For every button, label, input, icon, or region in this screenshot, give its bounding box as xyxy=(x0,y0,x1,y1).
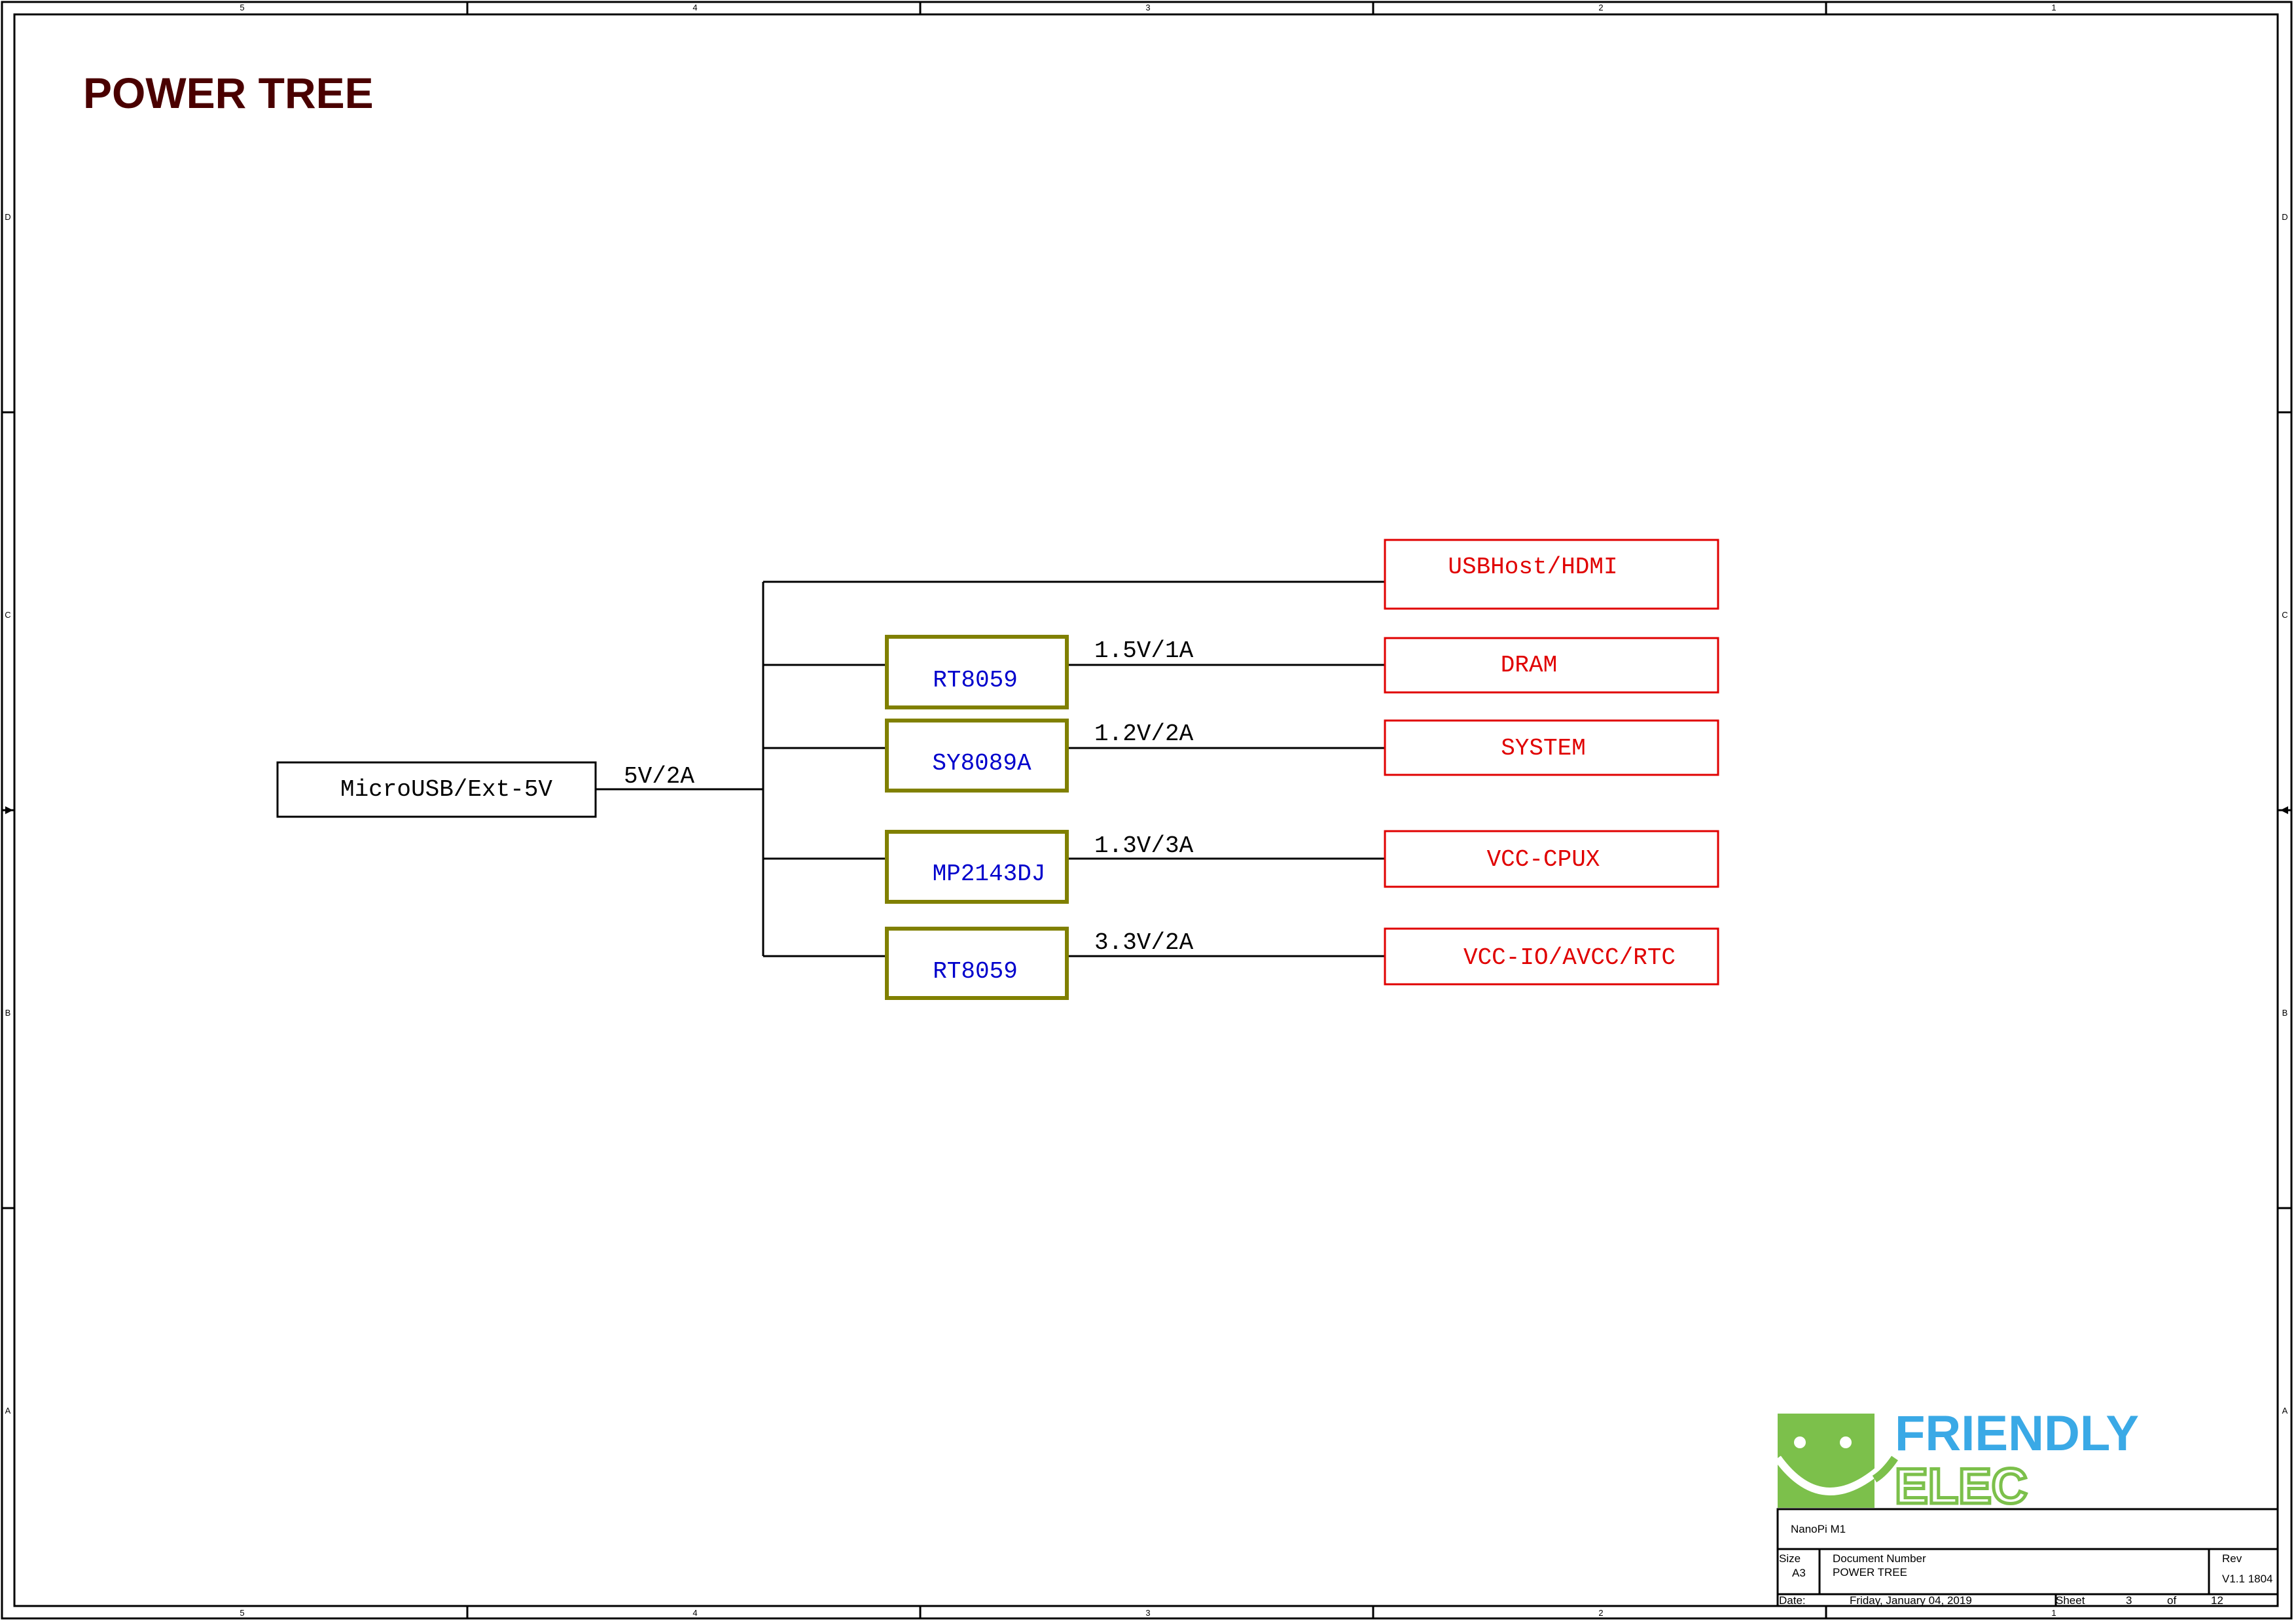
of-label: of xyxy=(2167,1594,2176,1607)
regulator-label-mp2143dj: MP2143DJ xyxy=(933,861,1046,887)
size-value: A3 xyxy=(1792,1567,1806,1579)
zone-col-bottom-2: 2 xyxy=(1598,1608,1603,1618)
output-label-3-3v: 3.3V/2A xyxy=(1094,929,1194,956)
date-label: Date: xyxy=(1779,1594,1806,1607)
sheet-label: Sheet xyxy=(2056,1594,2085,1607)
rev-label: Rev xyxy=(2222,1552,2242,1565)
load-label-usbhost-hdmi: USBHost/HDMI xyxy=(1448,554,1617,580)
logo-smile-icon xyxy=(1774,1455,1895,1495)
inner-frame xyxy=(13,13,2279,1607)
document-number-label: Document Number xyxy=(1833,1552,1926,1565)
output-label-1-2v: 1.2V/2A xyxy=(1094,721,1194,747)
date-value: Friday, January 04, 2019 xyxy=(1850,1594,1972,1607)
title-block xyxy=(1776,1508,2279,1607)
zone-col-top-4: 4 xyxy=(692,3,697,12)
load-label-vcc-cpux: VCC-CPUX xyxy=(1487,846,1600,873)
zone-row-right-A: A xyxy=(2282,1406,2288,1416)
load-box-vcc-io-avcc-rtc xyxy=(1384,927,1719,986)
load-box-dram xyxy=(1384,637,1719,694)
regulator-box-rt8059-1 xyxy=(885,635,1069,709)
zone-col-top-1: 1 xyxy=(2051,3,2056,12)
zone-row-left-C: C xyxy=(5,610,10,620)
load-box-system xyxy=(1384,719,1719,776)
size-label: Size xyxy=(1779,1552,1801,1565)
load-label-system: SYSTEM xyxy=(1501,735,1586,762)
zone-col-bottom-5: 5 xyxy=(240,1608,244,1618)
regulator-label-rt8059-1: RT8059 xyxy=(933,667,1018,694)
friendlyelec-logo: FRIENDLY ELEC xyxy=(1774,1406,2139,1516)
page-title: POWER TREE xyxy=(83,69,374,117)
zone-labels: 5 4 3 2 1 5 4 3 2 1 D C B A D C B A xyxy=(5,3,2287,1618)
sheet-total: 12 xyxy=(2211,1594,2223,1607)
output-label-1-5v: 1.5V/1A xyxy=(1094,637,1194,664)
document-number-value: POWER TREE xyxy=(1833,1566,1907,1578)
regulator-box-sy8089a xyxy=(885,719,1069,793)
logo-eye-left-icon xyxy=(1794,1436,1806,1448)
rev-value: V1.1 1804 xyxy=(2222,1573,2273,1585)
output-label-1-3v: 1.3V/3A xyxy=(1094,832,1194,859)
zone-row-left-B: B xyxy=(5,1008,11,1018)
logo-eye-right-icon xyxy=(1840,1436,1852,1448)
zone-row-right-C: C xyxy=(2282,610,2287,620)
zone-col-top-2: 2 xyxy=(1598,3,1603,12)
logo-smile-tail-icon xyxy=(1872,1455,1898,1483)
zone-row-left-A: A xyxy=(5,1406,11,1416)
logo-text-elec: ELEC xyxy=(1895,1459,2028,1514)
project-name: NanoPi M1 xyxy=(1791,1523,1846,1535)
regulator-box-mp2143dj xyxy=(885,830,1069,904)
zone-col-bottom-4: 4 xyxy=(692,1608,697,1618)
left-center-marker xyxy=(5,806,13,814)
right-center-marker xyxy=(2280,806,2288,814)
zone-row-right-B: B xyxy=(2282,1008,2288,1018)
zone-col-bottom-1: 1 xyxy=(2051,1608,2056,1618)
wires xyxy=(596,580,1385,957)
source-rail-label: 5V/2A xyxy=(624,763,694,790)
regulator-label-rt8059-2: RT8059 xyxy=(933,958,1018,985)
regulator-label-sy8089a: SY8089A xyxy=(932,750,1031,777)
zone-row-right-D: D xyxy=(2282,212,2287,222)
zone-col-top-3: 3 xyxy=(1145,3,1150,12)
zone-col-bottom-3: 3 xyxy=(1145,1608,1150,1618)
regulator-box-rt8059-2 xyxy=(885,927,1069,1000)
logo-text-friendly: FRIENDLY xyxy=(1895,1406,2139,1461)
load-label-dram: DRAM xyxy=(1501,652,1557,679)
load-box-vcc-cpux xyxy=(1384,830,1719,888)
source-label: MicroUSB/Ext-5V xyxy=(340,776,552,803)
zone-col-top-5: 5 xyxy=(240,3,244,12)
load-label-vcc-io-avcc-rtc: VCC-IO/AVCC/RTC xyxy=(1463,944,1676,971)
load-box-usbhost-hdmi xyxy=(1384,539,1719,610)
title-block-text: NanoPi M1 Size A3 Document Number POWER … xyxy=(1779,1523,2273,1607)
sheet-number: 3 xyxy=(2126,1594,2132,1607)
source-box xyxy=(276,761,597,818)
zone-row-left-D: D xyxy=(5,212,10,222)
